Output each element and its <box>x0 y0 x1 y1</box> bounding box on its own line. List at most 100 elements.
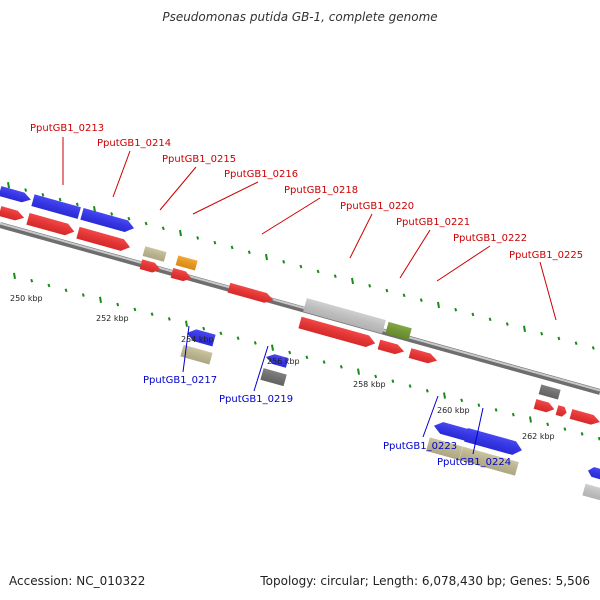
cds-red-7-shade <box>533 399 555 413</box>
cds-red-4[interactable] <box>170 268 193 283</box>
gene-label-0220[interactable]: PputGB1_0220 <box>340 201 414 212</box>
cds-red-2[interactable] <box>26 213 75 237</box>
cds-red-4-shade <box>170 268 192 282</box>
cds-0214[interactable] <box>76 226 131 253</box>
cds-0215[interactable] <box>142 246 167 262</box>
cds-0213a[interactable] <box>0 186 32 204</box>
cds-0214-blue[interactable] <box>80 208 135 234</box>
cds-red-8[interactable] <box>555 405 568 417</box>
tick-outer <box>351 277 354 285</box>
gene-label-0215[interactable]: PputGB1_0215 <box>162 154 236 165</box>
tick-inner <box>133 307 137 312</box>
tick-inner <box>167 317 171 321</box>
tick-outer <box>299 264 303 269</box>
tick-inner <box>150 312 154 317</box>
tick-outer <box>471 312 475 317</box>
cds-red-9[interactable] <box>569 409 600 427</box>
gene-label-0218[interactable]: PputGB1_0218 <box>284 185 358 196</box>
tick-outer <box>385 288 389 293</box>
leader-line <box>349 213 373 259</box>
cds-0225[interactable] <box>538 384 561 400</box>
kbp-label-254: 254 kbp <box>181 335 214 344</box>
tick-outer <box>127 216 131 221</box>
tick-outer <box>144 221 148 226</box>
tick-outer <box>454 307 458 312</box>
cds-0221[interactable] <box>385 321 412 340</box>
cds-red-7[interactable] <box>533 399 556 414</box>
tick-inner <box>408 384 412 388</box>
map-title: Pseudomonas putida GB-1, complete genome <box>162 10 438 24</box>
tick-outer <box>213 240 217 245</box>
gene-label-0225[interactable]: PputGB1_0225 <box>509 250 583 261</box>
tick-outer <box>419 298 423 302</box>
cds-0219[interactable] <box>260 368 287 387</box>
tick-outer <box>179 229 182 237</box>
tick-inner <box>64 288 68 293</box>
leader-line <box>436 245 491 282</box>
cds-0223[interactable] <box>426 437 463 460</box>
tick-inner <box>563 427 567 431</box>
gene-label-0221[interactable]: PputGB1_0221 <box>396 217 470 228</box>
tick-inner <box>99 296 102 303</box>
gene-label-0223[interactable]: PputGB1_0223 <box>383 441 457 452</box>
leader-line <box>192 181 259 215</box>
gene-labels-top: PputGB1_0213 PputGB1_0214 PputGB1_0215 P… <box>30 123 583 261</box>
cds-0220[interactable] <box>303 298 386 334</box>
leader-line <box>261 197 321 235</box>
feature-track <box>0 186 600 501</box>
cds-red-3[interactable] <box>139 259 162 274</box>
cds-0224-blue[interactable] <box>464 427 524 457</box>
tick-inner <box>236 336 240 340</box>
cds-0216[interactable] <box>175 255 198 271</box>
cds-0218-shade <box>227 282 274 303</box>
cds-blue-edge[interactable] <box>587 466 600 480</box>
tick-inner <box>271 344 274 351</box>
cds-0219-blue[interactable] <box>265 352 289 368</box>
cds-0213[interactable] <box>31 194 81 219</box>
tick-outer <box>523 325 526 333</box>
tick-inner <box>219 331 223 336</box>
gene-label-0213[interactable]: PputGB1_0213 <box>30 123 104 134</box>
tick-inner <box>374 374 378 379</box>
tick-inner <box>494 408 498 412</box>
gene-label-0216[interactable]: PputGB1_0216 <box>224 169 298 180</box>
cds-red-1[interactable] <box>0 206 25 222</box>
tick-inner <box>47 283 51 288</box>
kbp-label-256: 256 kbp <box>267 357 300 366</box>
gene-label-0214[interactable]: PputGB1_0214 <box>97 138 171 149</box>
cds-0224[interactable] <box>459 446 519 476</box>
tick-inner <box>305 355 309 360</box>
tick-inner <box>253 341 257 345</box>
cds-red-6-shade <box>377 339 405 355</box>
gene-label-0224[interactable]: PputGB1_0224 <box>437 457 511 468</box>
gene-label-0222[interactable]: PputGB1_0222 <box>453 233 527 244</box>
cds-0217[interactable] <box>180 344 213 365</box>
cds-0223-blue[interactable] <box>432 420 469 441</box>
genome-backbone <box>0 222 600 395</box>
tick-outer <box>333 274 337 279</box>
kbp-labels: 250 kbp 252 kbp 254 kbp 256 kbp 258 kbp … <box>10 294 555 441</box>
cds-0216-shade <box>175 255 198 271</box>
cds-red-1-shade <box>0 206 25 221</box>
gene-label-0219[interactable]: PputGB1_0219 <box>219 394 293 405</box>
cds-0222[interactable] <box>408 348 439 365</box>
gene-label-0217[interactable]: PputGB1_0217 <box>143 375 217 386</box>
accession-text: Accession: NC_010322 <box>9 574 146 588</box>
cds-red-5[interactable] <box>298 316 376 349</box>
tick-outer <box>41 192 45 197</box>
cds-blue-edge-shade <box>588 467 600 480</box>
tick-inner <box>322 360 326 364</box>
kbp-label-252: 252 kbp <box>96 314 129 323</box>
cds-gray-edge-shade <box>582 483 600 501</box>
cds-0223-shade <box>426 437 463 460</box>
cds-0217-blue[interactable] <box>185 327 216 347</box>
tick-inner <box>357 368 360 375</box>
cds-red-6[interactable] <box>377 339 406 357</box>
cds-0218[interactable] <box>227 282 275 305</box>
tick-inner <box>13 272 16 280</box>
tick-inner <box>546 422 550 427</box>
tick-outer <box>282 260 286 264</box>
genome-backbone-highlight <box>0 222 600 392</box>
cds-gray-edge[interactable] <box>582 483 600 501</box>
position-ticks <box>7 182 600 441</box>
